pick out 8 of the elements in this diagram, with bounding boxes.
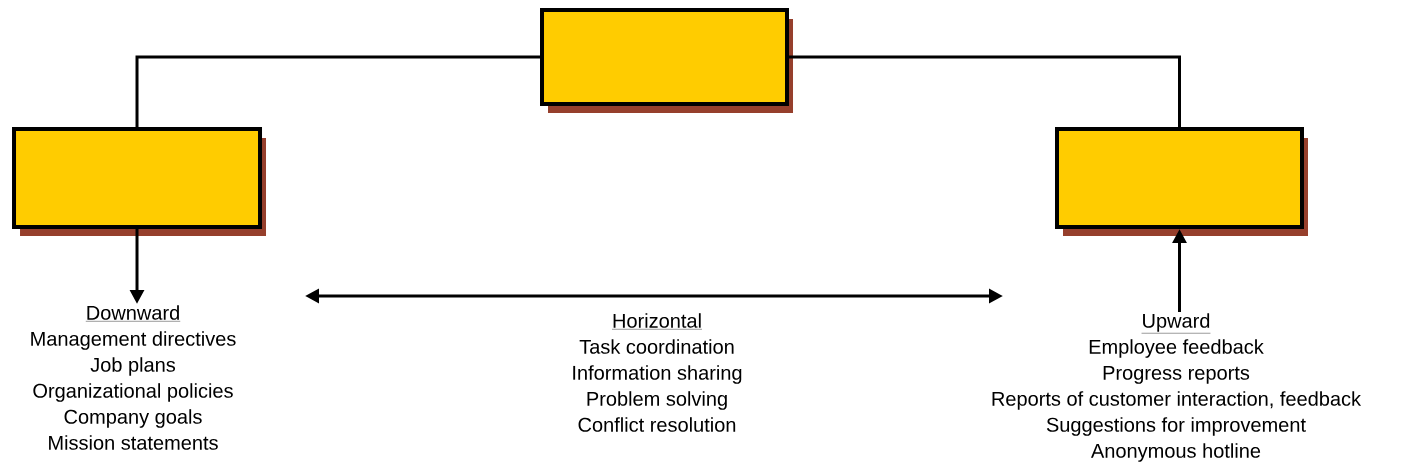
process-box: [1055, 127, 1308, 236]
text-list: Horizontal Task coordination Information sharing Problem solving Conflict resolution: [573, 313, 742, 432]
text-list: Downward Management directives Job plans Organizational policies Company goals Mission statements: [31, 305, 236, 450]
text-list: Upward Employee feedback Progress reports Reports of customer interaction, feedback Suggestions for improvement Anonymous hotline: [992, 313, 1362, 462]
connector-line: [135, 55, 540, 127]
process-box: [540, 8, 793, 113]
process-box: [12, 127, 266, 236]
connector-line: [789, 55, 1181, 127]
